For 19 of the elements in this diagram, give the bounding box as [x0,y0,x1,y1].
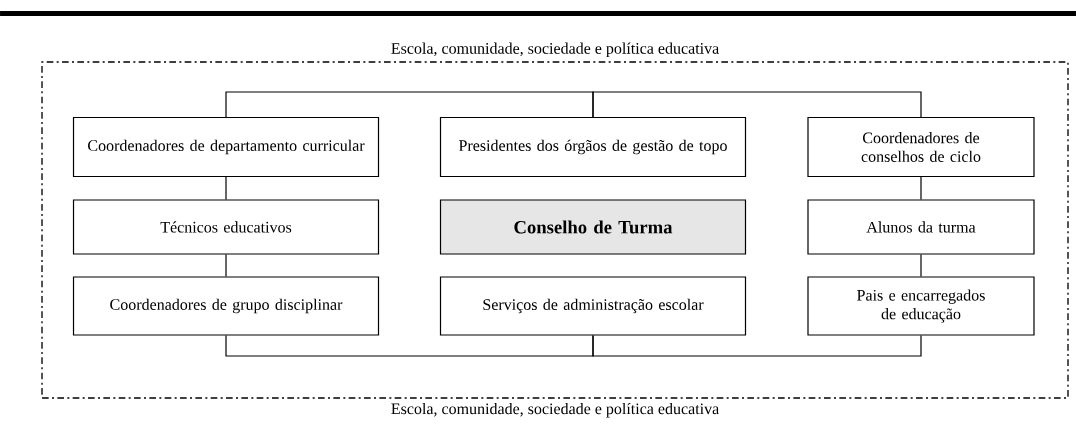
connector-line [592,91,922,118]
role-box: Alunos da turma [807,199,1035,255]
connector-line [920,176,922,200]
connector-line [225,176,227,200]
role-box: Pais e encarregados de educação [807,276,1035,336]
role-box: Presidentes dos órgãos de gestão de topo [439,116,747,178]
connector-line [225,91,594,118]
role-box: Coordenadores de conselhos de ciclo [807,116,1035,178]
connector-line [225,335,594,357]
connector-line [592,335,922,357]
highlighted-box: Conselho de Turma [439,199,747,255]
node-label: Escola, comunidade, sociedade e política educativa [391,402,719,418]
role-box: Coordenadores de grupo disciplinar [72,276,380,336]
node-label: Escola, comunidade, sociedade e política educativa [391,42,719,58]
role-box: Técnicos educativos [72,199,380,255]
connector-line [225,254,227,277]
role-box: Serviços de administração escolar [439,276,747,336]
role-box: Coordenadores de departamento curricular [72,116,380,178]
connector-line [920,254,922,277]
